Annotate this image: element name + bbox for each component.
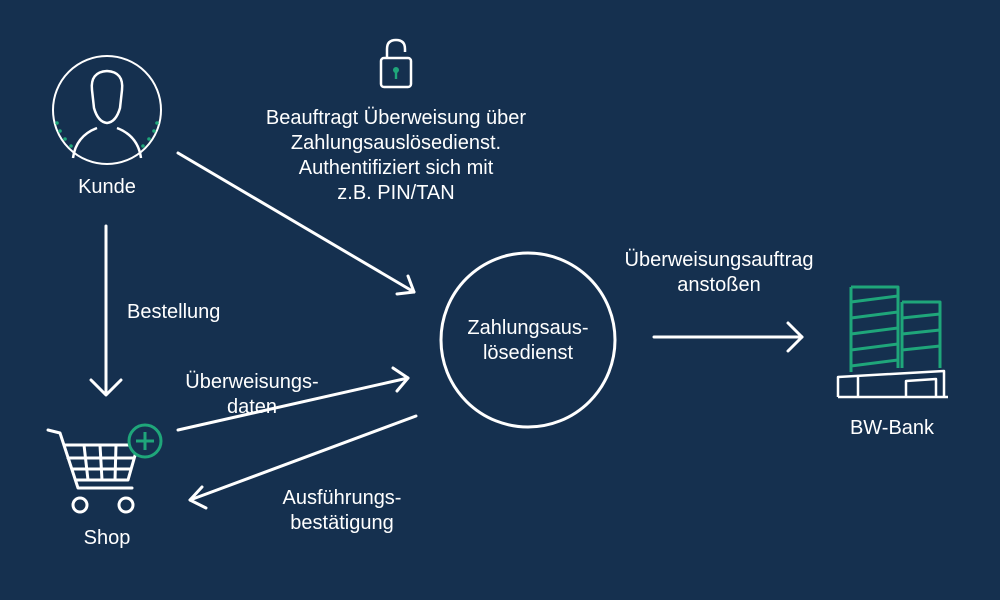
arrow-confirmation — [188, 414, 418, 510]
initiate-transfer-label-line-1: Überweisungsauftrag — [624, 249, 814, 271]
arrow-order — [89, 224, 123, 397]
add-icon — [127, 423, 163, 459]
confirmation-label-line-1: Ausführungs- — [282, 487, 402, 509]
user-icon-accent-dots — [55, 121, 159, 148]
order-label: Bestellung — [127, 301, 221, 323]
transfer-data-label: Überweisungs- daten — [172, 370, 332, 420]
customer-to-pis-label-line-2: Zahlungsauslösedienst. — [290, 132, 502, 154]
transfer-data-label-line-1: Überweisungs- — [185, 371, 319, 393]
transfer-data-label-line-2: daten — [226, 396, 278, 418]
arrow-initiate-transfer — [652, 321, 804, 353]
customer-to-pis-label-line-1: Beauftragt Überweisung über — [265, 107, 527, 129]
arrow-transfer-data — [176, 366, 410, 432]
customer-to-pis-label: Beauftragt Überweisung über Zahlungsausl… — [236, 106, 556, 206]
pis-node-label-line-2: lösedienst — [482, 342, 574, 364]
initiate-transfer-label: Überweisungsauftrag anstoßen — [609, 248, 829, 298]
shopping-cart-icon — [46, 428, 140, 514]
bank-label: BW-Bank — [849, 417, 935, 439]
keyhole — [393, 67, 399, 79]
pis-node-label: Zahlungsaus- lösedienst — [448, 316, 608, 366]
customer-to-pis-label-line-3: Authentifiziert sich mit — [298, 157, 494, 179]
shop-label: Shop — [83, 527, 131, 549]
pis-node-label-line-1: Zahlungsaus- — [467, 317, 589, 339]
pis-node-circle — [439, 251, 617, 429]
padlock-icon — [379, 38, 413, 89]
initiate-transfer-label-line-2: anstoßen — [677, 274, 761, 296]
bank-building-icon — [836, 285, 948, 399]
customer-to-pis-label-line-4: z.B. PIN/TAN — [337, 182, 455, 204]
user-icon — [52, 55, 162, 165]
arrow-customer-to-pis — [176, 151, 416, 296]
customer-label: Kunde — [78, 176, 136, 198]
confirmation-label: Ausführungs- bestätigung — [262, 486, 422, 536]
confirmation-label-line-2: bestätigung — [290, 512, 394, 534]
